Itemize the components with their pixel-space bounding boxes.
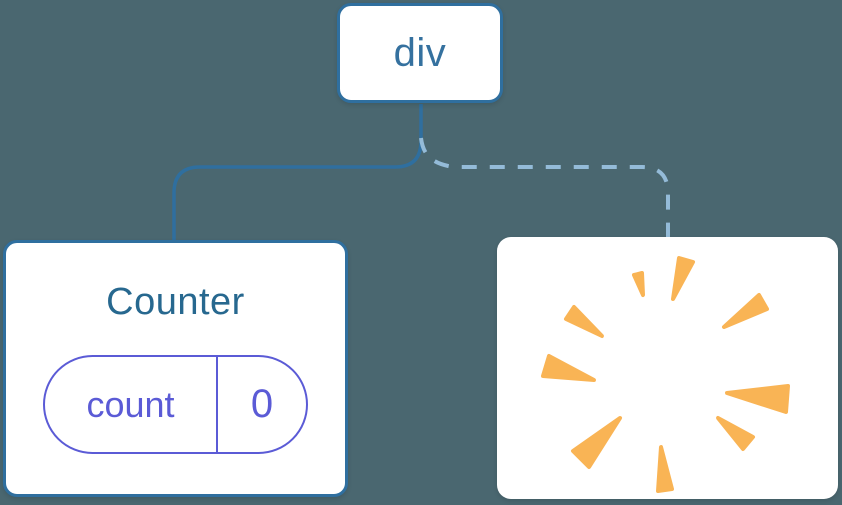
state-pill: count 0 [43,355,308,454]
root-node-div: div [337,3,503,103]
root-node-label: div [393,30,447,75]
poof-icon [541,256,790,493]
connector-solid-line [172,104,423,241]
counter-node-title: Counter [106,281,245,323]
removed-node [497,237,838,499]
connector-dashed-line [419,137,670,237]
state-name-label: count [45,357,218,452]
counter-node: Counter count 0 [3,240,348,497]
state-value-label: 0 [250,382,274,426]
